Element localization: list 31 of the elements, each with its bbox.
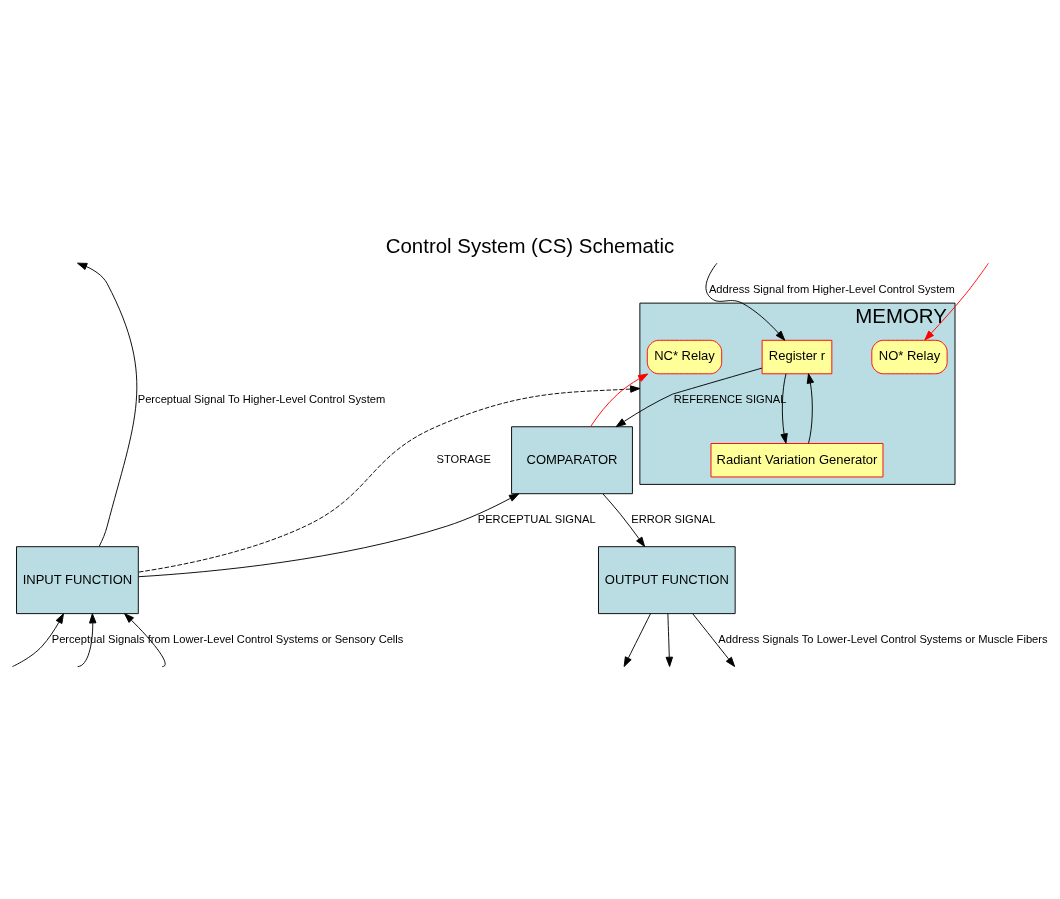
node-box: NC* Relay (646, 339, 723, 374)
node-box: COMPARATOR (511, 425, 633, 494)
edge-label: Address Signals To Lower-Level Control Systems or Muscle Fibers (718, 632, 1048, 645)
arrow (77, 612, 97, 667)
edge-label: Perceptual Signal To Higher-Level Control System (137, 392, 386, 405)
arrow (124, 612, 166, 667)
arrow (590, 372, 649, 427)
arrow (806, 372, 815, 444)
diagram-title: Control System (CS) Schematic (385, 233, 675, 257)
node-box: Radiant Variation Generator (710, 442, 884, 477)
node-box: Register r (761, 339, 833, 374)
arrow (665, 612, 674, 667)
arrow (780, 372, 788, 444)
arrow (623, 612, 651, 667)
arrow (705, 262, 786, 341)
arrow (11, 612, 64, 667)
node-box: INPUT FUNCTION (16, 545, 139, 614)
edge-label: Perceptual Signals from Lower-Level Control Systems or Sensory Cells (51, 632, 404, 645)
edge-label: ERROR SIGNAL (631, 512, 716, 525)
arrow (138, 384, 641, 573)
arrow (924, 262, 989, 341)
arrow (138, 492, 520, 577)
edge-label: Address Signal from Higher-Level Control System (708, 282, 955, 295)
edge-label: PERCEPTUAL SIGNAL (477, 512, 596, 525)
edge-label: STORAGE (436, 452, 491, 465)
arrow (615, 367, 763, 427)
arrow (602, 493, 646, 547)
node-box: NO* Relay (871, 339, 948, 374)
node-box: OUTPUT FUNCTION (598, 545, 736, 614)
arrow (692, 612, 736, 667)
arrow (77, 262, 138, 547)
